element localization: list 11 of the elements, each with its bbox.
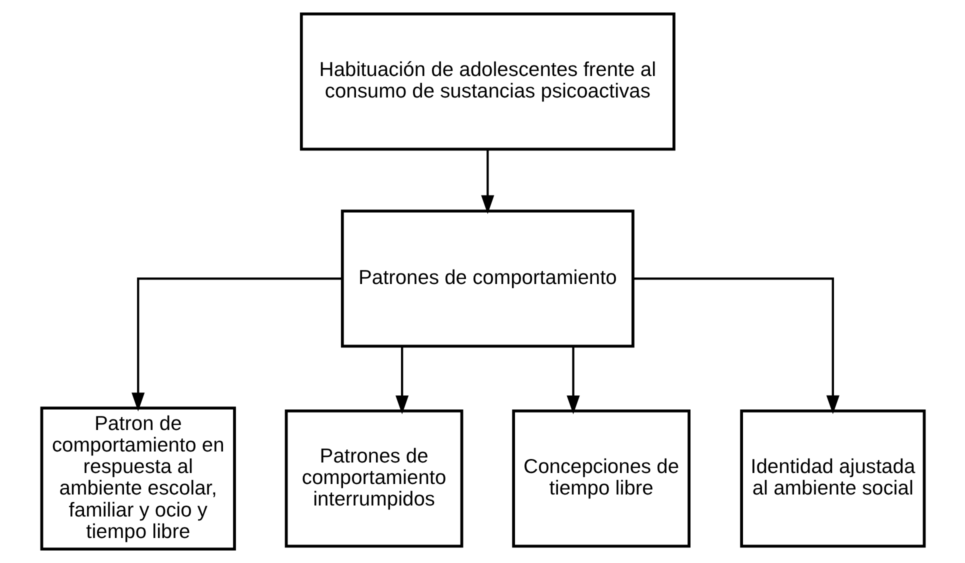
arrow (632, 278, 839, 414)
node-box: Habituación de adolescentes frente al consumo de sustancias psicoactivas (299, 12, 675, 151)
node-box: Patrones de comportamiento (340, 210, 634, 348)
node-box: Patron de comportamiento en respuesta al ambiente escolar, familiar y ocio y tiempo libre (40, 406, 236, 550)
arrow (395, 346, 408, 414)
arrow (480, 149, 494, 214)
node-box: Identidad ajustada al ambiente social (740, 410, 926, 548)
node-box: Patrones de comportamiento interrumpidos (284, 410, 463, 548)
arrow (131, 278, 342, 412)
arrow (566, 346, 580, 414)
node-box: Concepciones de tiempo libre (512, 410, 690, 548)
